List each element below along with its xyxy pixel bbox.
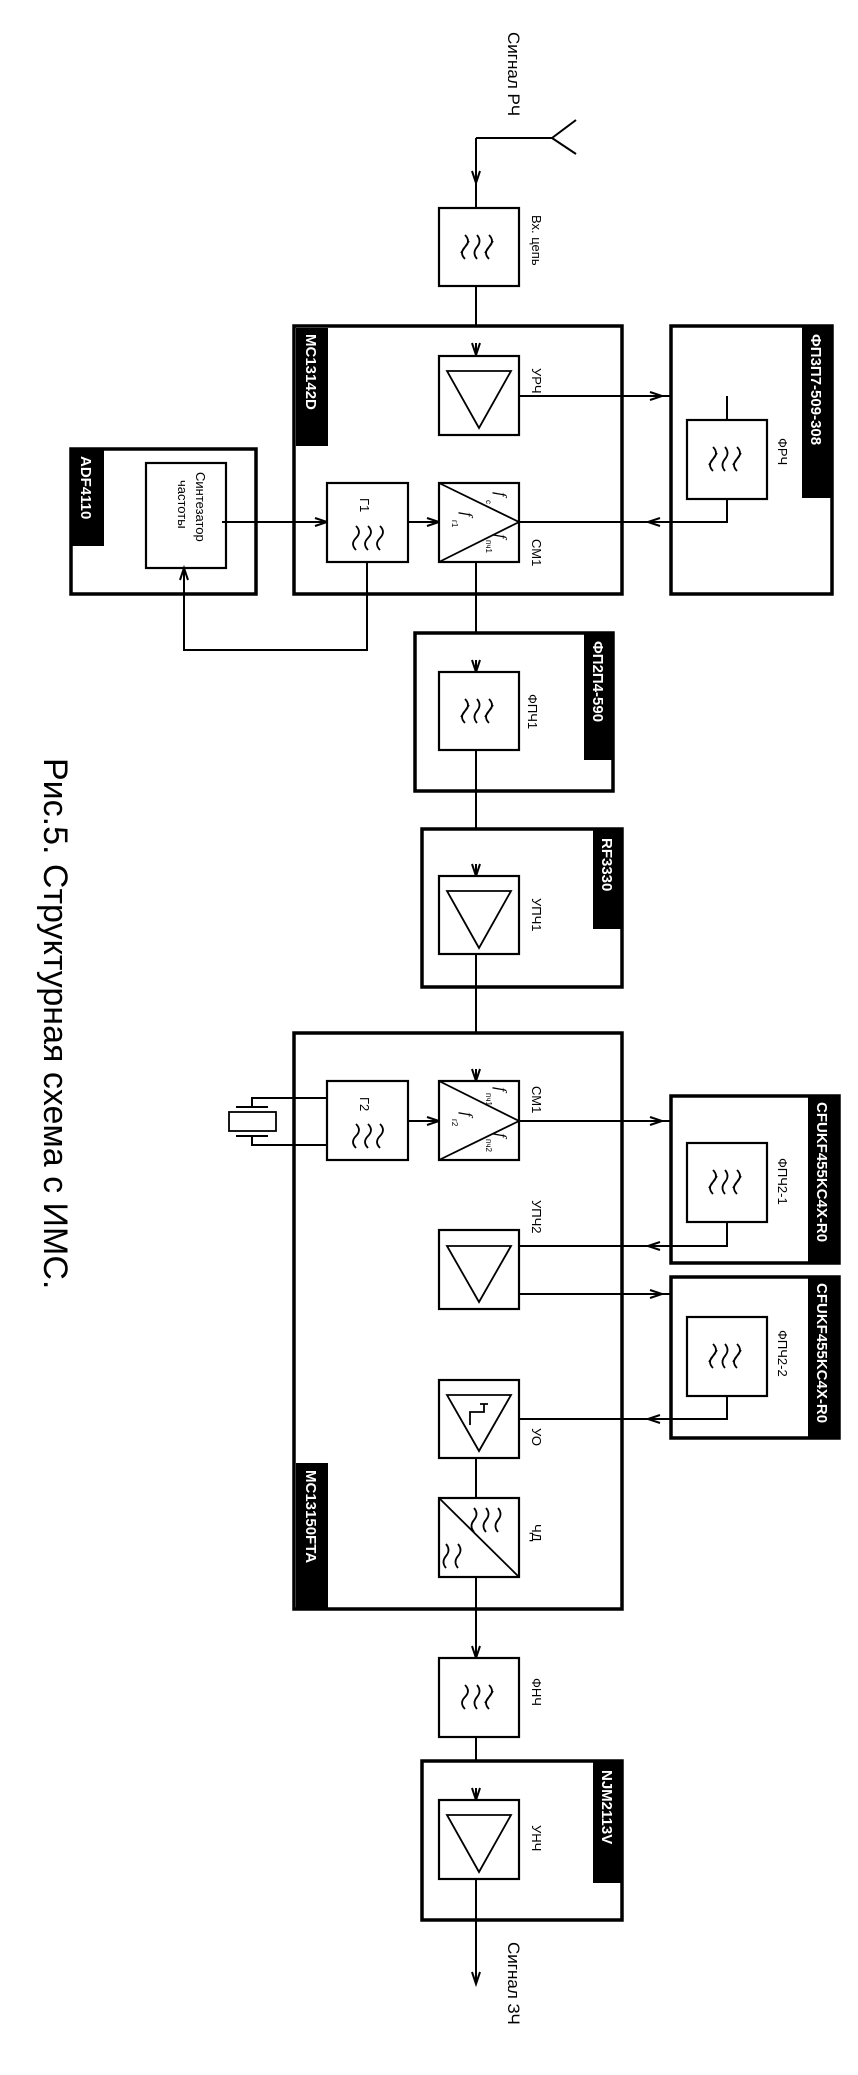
svg-text:ФП3П7-509-308: ФП3П7-509-308 [807,334,824,445]
mixer-1-block: f c f г1 f пч1 СМ1 [437,481,544,566]
wave-icon [470,1507,502,1533]
svg-text:MC13142D: MC13142D [302,334,319,410]
svg-text:ФПЧ2-1: ФПЧ2-1 [775,1158,790,1205]
svg-text:частоты: частоты [175,480,190,529]
limiter-block: УО [437,1378,544,1460]
svg-text:ФРЧ: ФРЧ [775,438,790,465]
antenna-icon [476,119,577,155]
amplifier-icon [445,890,513,950]
svg-text:г2: г2 [450,1119,459,1127]
svg-text:пч2: пч2 [484,1139,493,1153]
input-circuit-block: Вх. цепь [437,206,544,288]
svg-text:Г1: Г1 [357,498,372,512]
svg-text:г1: г1 [450,520,459,528]
svg-text:CFUKF455KC4X-R0: CFUKF455KC4X-R0 [813,1283,830,1423]
mixer-icon [438,482,522,563]
svg-text:f: f [492,1133,509,1140]
svg-text:Вх. цепь: Вх. цепь [529,215,544,266]
svg-text:RF3330: RF3330 [598,838,615,891]
svg-text:f: f [492,492,509,499]
chip-cfukf-1: CFUKF455KC4X-R0 [669,1094,841,1265]
svg-text:NJM2113V: NJM2113V [598,1770,615,1844]
rf-filter-block: ФРЧ [685,418,790,501]
svg-text:пч1: пч1 [484,1093,493,1107]
svg-text:f: f [492,534,509,541]
svg-text:ФНЧ: ФНЧ [529,1678,544,1706]
svg-text:СМ1: СМ1 [529,1086,544,1113]
fm-detector-block: ЧД [437,1496,544,1579]
if2-filter-2-block: ФПЧ2-2 [685,1315,790,1398]
amplifier-icon [445,370,513,430]
if2-amplifier-block: УПЧ2 [437,1200,544,1311]
svg-text:УО: УО [529,1428,544,1446]
svg-text:CFUKF455KC4X-R0: CFUKF455KC4X-R0 [813,1102,830,1242]
chip-cfukf-2: CFUKF455KC4X-R0 [669,1275,841,1440]
figure-caption: Рис.5. Структурная схема с ИМС. [36,758,74,1289]
amplifier-icon [445,1245,513,1304]
svg-text:ADF4110: ADF4110 [77,456,94,519]
svg-text:ФПЧ1: ФПЧ1 [525,694,540,729]
if1-filter-block: ФПЧ1 [437,670,540,752]
output-signal-label: Сигнал ЗЧ [504,1942,523,2025]
if1-amplifier-block: УПЧ1 [437,874,544,956]
svg-text:Г2: Г2 [357,1097,372,1111]
if2-filter-1-block: ФПЧ2-1 [685,1141,790,1224]
frequency-synthesizer-block: Синтезатор частоты [144,461,228,570]
crystal-resonator-icon [228,1097,327,1146]
svg-text:c: c [484,500,493,504]
lowpass-filter-block: ФНЧ [437,1656,544,1739]
svg-text:УПЧ1: УПЧ1 [529,898,544,932]
svg-text:Синтезатор: Синтезатор [193,472,208,542]
svg-text:f: f [492,1087,509,1094]
local-oscillator-1-block: Г1 [325,481,410,564]
amplifier-icon [445,1814,513,1874]
svg-text:f: f [458,512,475,519]
svg-text:MC13150FTA: MC13150FTA [302,1470,319,1563]
input-signal-label: Сигнал РЧ [504,32,523,116]
svg-text:УПЧ2: УПЧ2 [529,1200,544,1234]
local-oscillator-2-block: Г2 [325,1079,410,1162]
svg-text:ЧД: ЧД [529,1524,544,1542]
svg-text:ФПЧ2-2: ФПЧ2-2 [775,1330,790,1377]
svg-text:УРЧ: УРЧ [529,368,544,394]
svg-text:пч1: пч1 [484,540,493,554]
svg-text:ФП2П4-590: ФП2П4-590 [589,641,606,722]
svg-text:f: f [458,1112,475,1119]
svg-text:СМ1: СМ1 [529,539,544,566]
chip-njm2113v: NJM2113V [420,1759,624,1922]
af-amplifier-block: УНЧ [437,1798,544,1881]
limiter-amplifier-icon [445,1394,513,1453]
svg-text:УНЧ: УНЧ [529,1825,544,1851]
